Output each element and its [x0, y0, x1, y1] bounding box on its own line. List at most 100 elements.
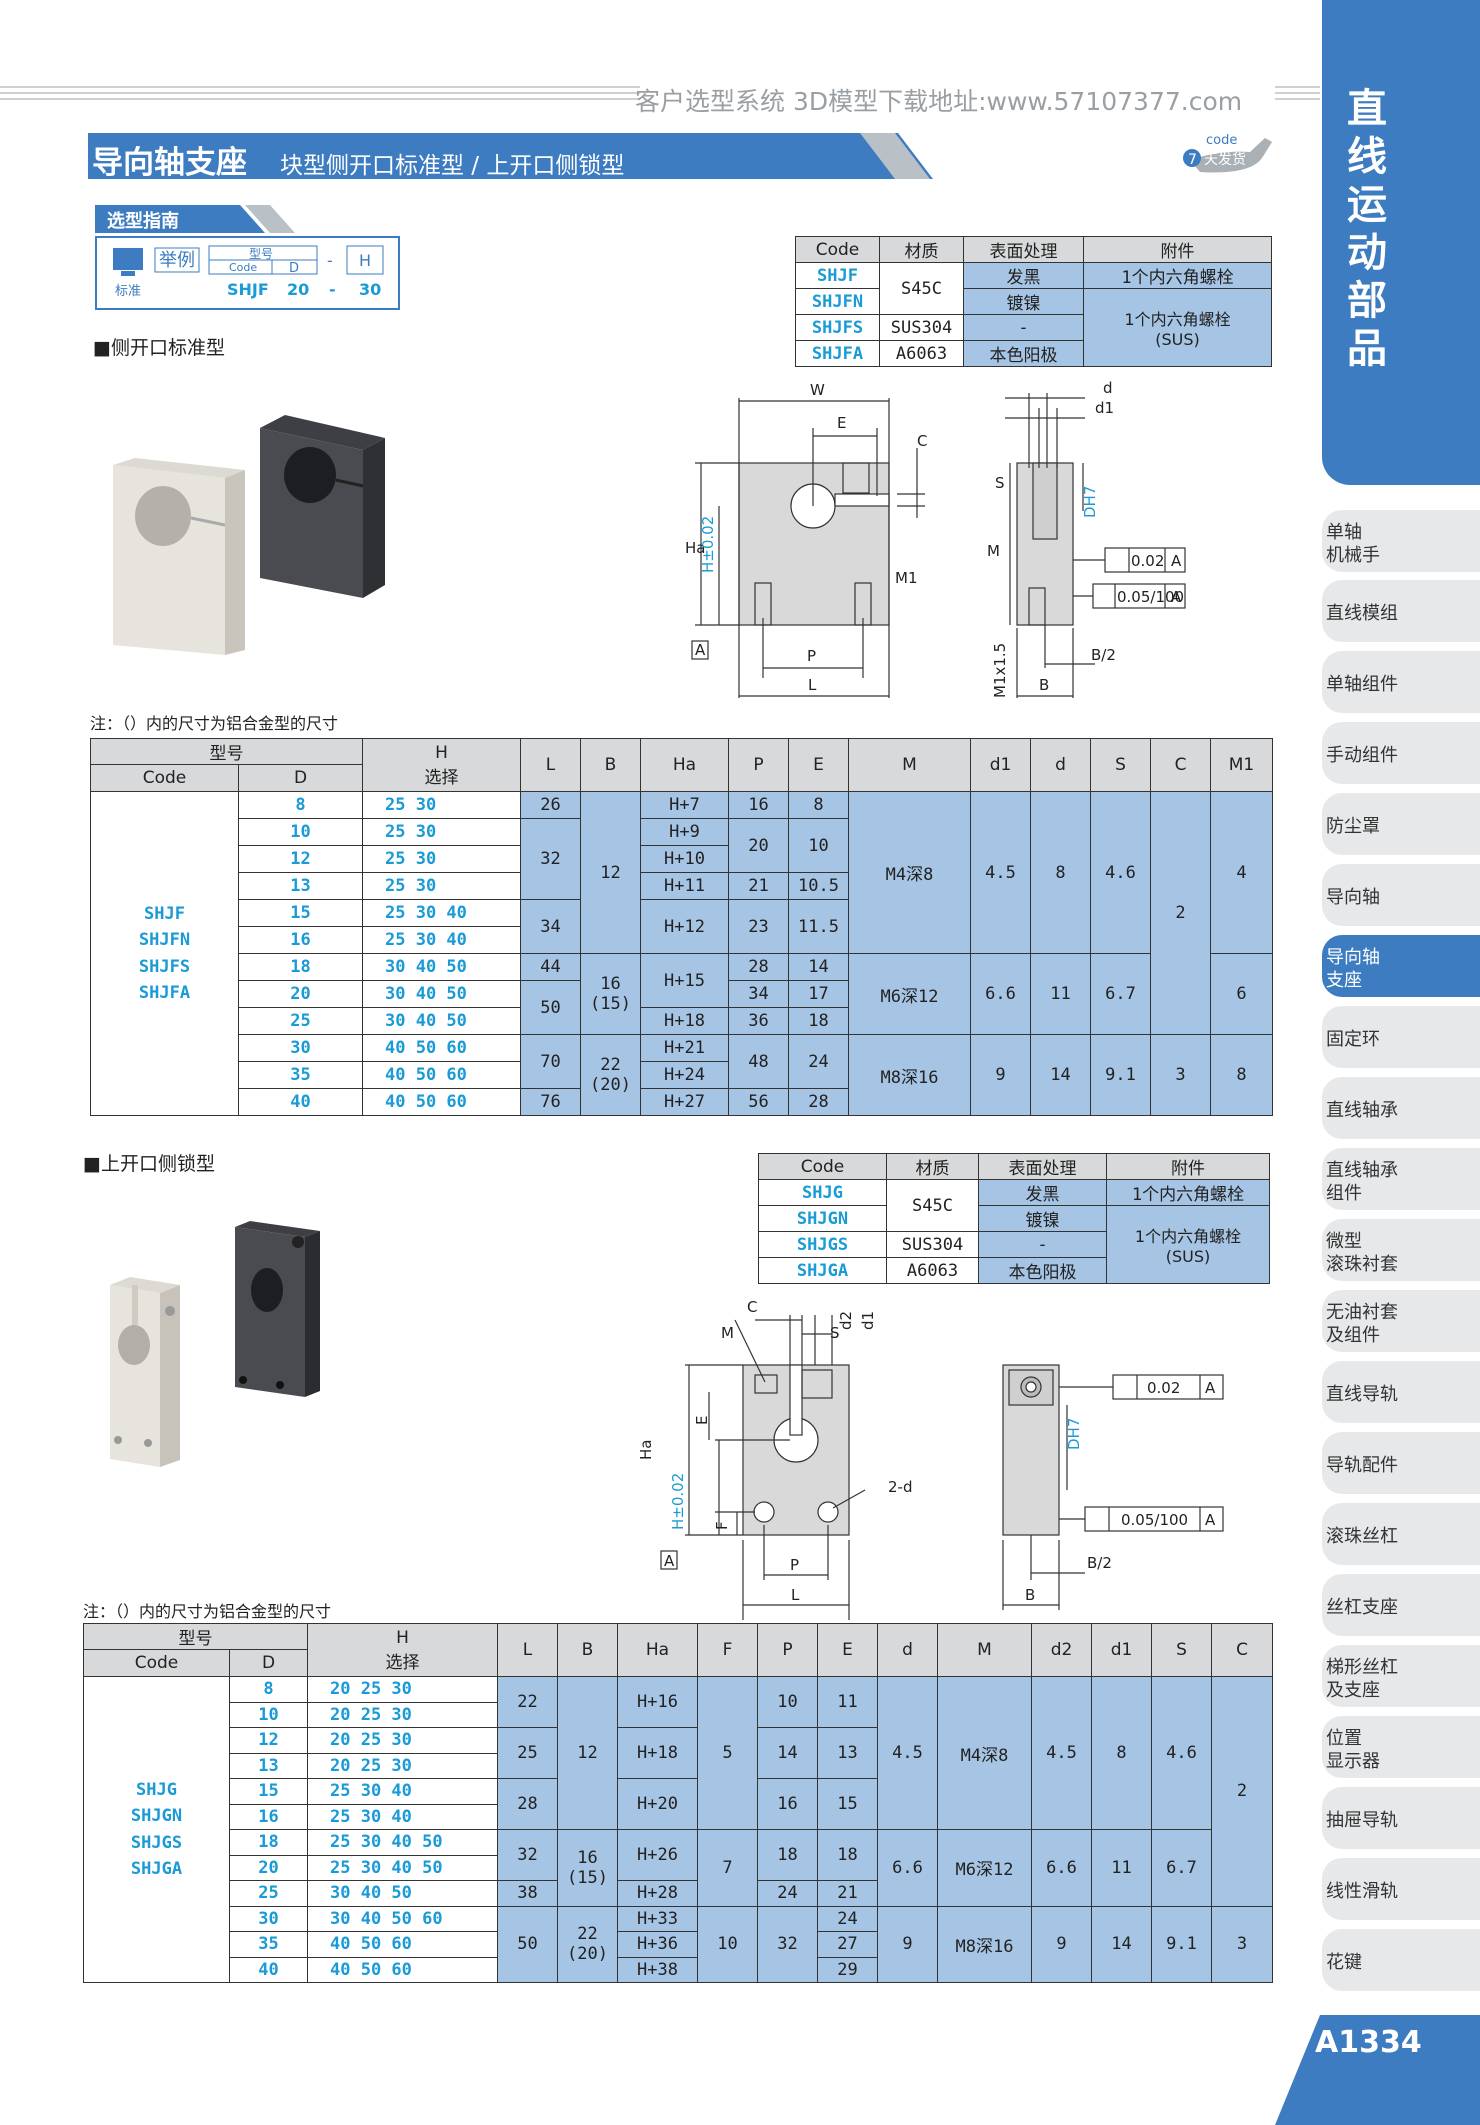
- sidebar-item[interactable]: 抽屉导轨: [1322, 1787, 1480, 1849]
- product-image-side-open: [113, 415, 385, 655]
- sidebar-item-label: 微型: [1326, 1230, 1362, 1252]
- E-value: 28: [788, 1088, 849, 1116]
- P-value: 20: [728, 818, 789, 873]
- sidebar-item[interactable]: 直线模组: [1322, 580, 1480, 642]
- svg-text:L: L: [791, 1586, 800, 1604]
- sidebar-item-label: 固定环: [1326, 1029, 1380, 1050]
- svg-text:Code: Code: [229, 261, 257, 274]
- P-value: 14: [757, 1727, 818, 1779]
- sidebar-item-label: 滚珠丝杠: [1326, 1526, 1398, 1547]
- svg-text:H±0.02: H±0.02: [669, 1473, 687, 1530]
- S-value: 4.6: [1151, 1676, 1212, 1830]
- P-value: 48: [728, 1034, 789, 1089]
- sidebar-item[interactable]: 丝杠支座: [1322, 1574, 1480, 1636]
- svg-text:E: E: [693, 1416, 711, 1425]
- code-label: SHJGN: [130, 1806, 183, 1826]
- size-d: 12: [238, 845, 363, 873]
- size-d: 10: [238, 818, 363, 846]
- sidebar-item[interactable]: 滚珠丝杠: [1322, 1503, 1480, 1565]
- size-d: 8: [238, 791, 363, 819]
- Ha-value: H+15: [640, 953, 729, 1008]
- sidebar-item-label: 直线导轨: [1326, 1384, 1398, 1405]
- size-d: 35: [229, 1931, 308, 1958]
- sidebar-item[interactable]: 导轨配件: [1322, 1432, 1480, 1494]
- d-value: 11: [1030, 953, 1091, 1035]
- M1-value: 6: [1210, 953, 1273, 1035]
- d-value: 8: [1030, 791, 1091, 954]
- sidebar-item[interactable]: 防尘罩: [1322, 793, 1480, 855]
- sidebar-item[interactable]: 花键: [1322, 1929, 1480, 1991]
- sidebar-item[interactable]: 微型滚珠衬套: [1322, 1219, 1480, 1281]
- size-h: 25 30 40: [362, 926, 521, 954]
- P-value: 16: [757, 1778, 818, 1830]
- size-d: 10: [229, 1701, 308, 1728]
- svg-text:B/2: B/2: [1091, 646, 1116, 664]
- delivery-icon: 7 code 天发货: [1183, 133, 1272, 173]
- sidebar-item-label: 单轴组件: [1326, 674, 1398, 695]
- download-url[interactable]: 客户选型系统 3D模型下载地址:www.57107377.com: [635, 87, 1243, 116]
- sidebar-item[interactable]: 手动组件: [1322, 722, 1480, 784]
- svg-text:A: A: [1205, 1379, 1216, 1397]
- sidebar-item[interactable]: 无油衬套及组件: [1322, 1290, 1480, 1352]
- sidebar-item[interactable]: 直线轴承: [1322, 1077, 1480, 1139]
- sidebar-item[interactable]: 线性滑轨: [1322, 1858, 1480, 1920]
- svg-text:d1: d1: [1095, 399, 1114, 417]
- P-value: 36: [728, 1007, 789, 1035]
- svg-text:H: H: [359, 251, 371, 270]
- Ha-value: H+36: [617, 1931, 698, 1958]
- sidebar-item[interactable]: 梯形丝杠及支座: [1322, 1645, 1480, 1707]
- sidebar-item[interactable]: 导向轴: [1322, 864, 1480, 926]
- code-label: SHJG: [136, 1779, 177, 1800]
- svg-text:S: S: [995, 474, 1005, 492]
- Ha-value: H+12: [640, 899, 729, 954]
- sidebar-section-title: 直线运动部品: [1347, 86, 1387, 372]
- svg-text:A: A: [695, 641, 706, 659]
- svg-text:DH7: DH7: [1081, 486, 1099, 518]
- dimension-drawing-2: CM Sd2 d1 E Ha H±0.02 F 2-d PL A DH7 0.0…: [637, 1298, 1224, 1620]
- size-h: 25 30 40: [307, 1803, 498, 1830]
- size-d: 40: [229, 1956, 308, 1983]
- sidebar-item-label: 组件: [1326, 1182, 1362, 1204]
- sidebar-item[interactable]: 直线导轨: [1322, 1361, 1480, 1423]
- sidebar-item[interactable]: 直线轴承组件: [1322, 1148, 1480, 1210]
- Ha-value: H+7: [640, 791, 729, 819]
- sidebar-item[interactable]: 导向轴支座: [1322, 935, 1480, 997]
- E-value: 24: [817, 1905, 878, 1932]
- sidebar-item-label: 显示器: [1326, 1750, 1380, 1772]
- E-value: 15: [817, 1778, 878, 1830]
- size-h: 20 25 30: [307, 1676, 498, 1703]
- E-value: 18: [788, 1007, 849, 1035]
- S-value: 6.7: [1090, 953, 1151, 1035]
- monitor-icon: [113, 248, 143, 270]
- size-h: 25 30: [362, 791, 521, 819]
- d1-value: 11: [1091, 1829, 1152, 1907]
- sidebar-item[interactable]: 位置显示器: [1322, 1716, 1480, 1778]
- svg-text:0.05/100: 0.05/100: [1117, 588, 1184, 606]
- sidebar-item[interactable]: 单轴组件: [1322, 651, 1480, 713]
- size-h: 25 30 40 50: [307, 1854, 498, 1881]
- svg-text:M1x1.5: M1x1.5: [991, 643, 1009, 698]
- B-value: 16 (15): [580, 953, 641, 1035]
- Ha-value: H+18: [617, 1727, 698, 1779]
- Ha-value: H+20: [617, 1778, 698, 1830]
- svg-text:A: A: [1205, 1511, 1216, 1529]
- size-d: 20: [238, 980, 363, 1008]
- P-value: 18: [757, 1829, 818, 1881]
- Ha-value: H+33: [617, 1905, 698, 1932]
- sidebar-item-label: 及支座: [1326, 1679, 1380, 1701]
- P-value: 56: [728, 1088, 789, 1116]
- page-title: 导向轴支座: [92, 145, 247, 181]
- size-d: 13: [229, 1752, 308, 1779]
- sidebar-item[interactable]: 单轴机械手: [1322, 510, 1480, 572]
- sidebar-item[interactable]: 固定环: [1322, 1006, 1480, 1068]
